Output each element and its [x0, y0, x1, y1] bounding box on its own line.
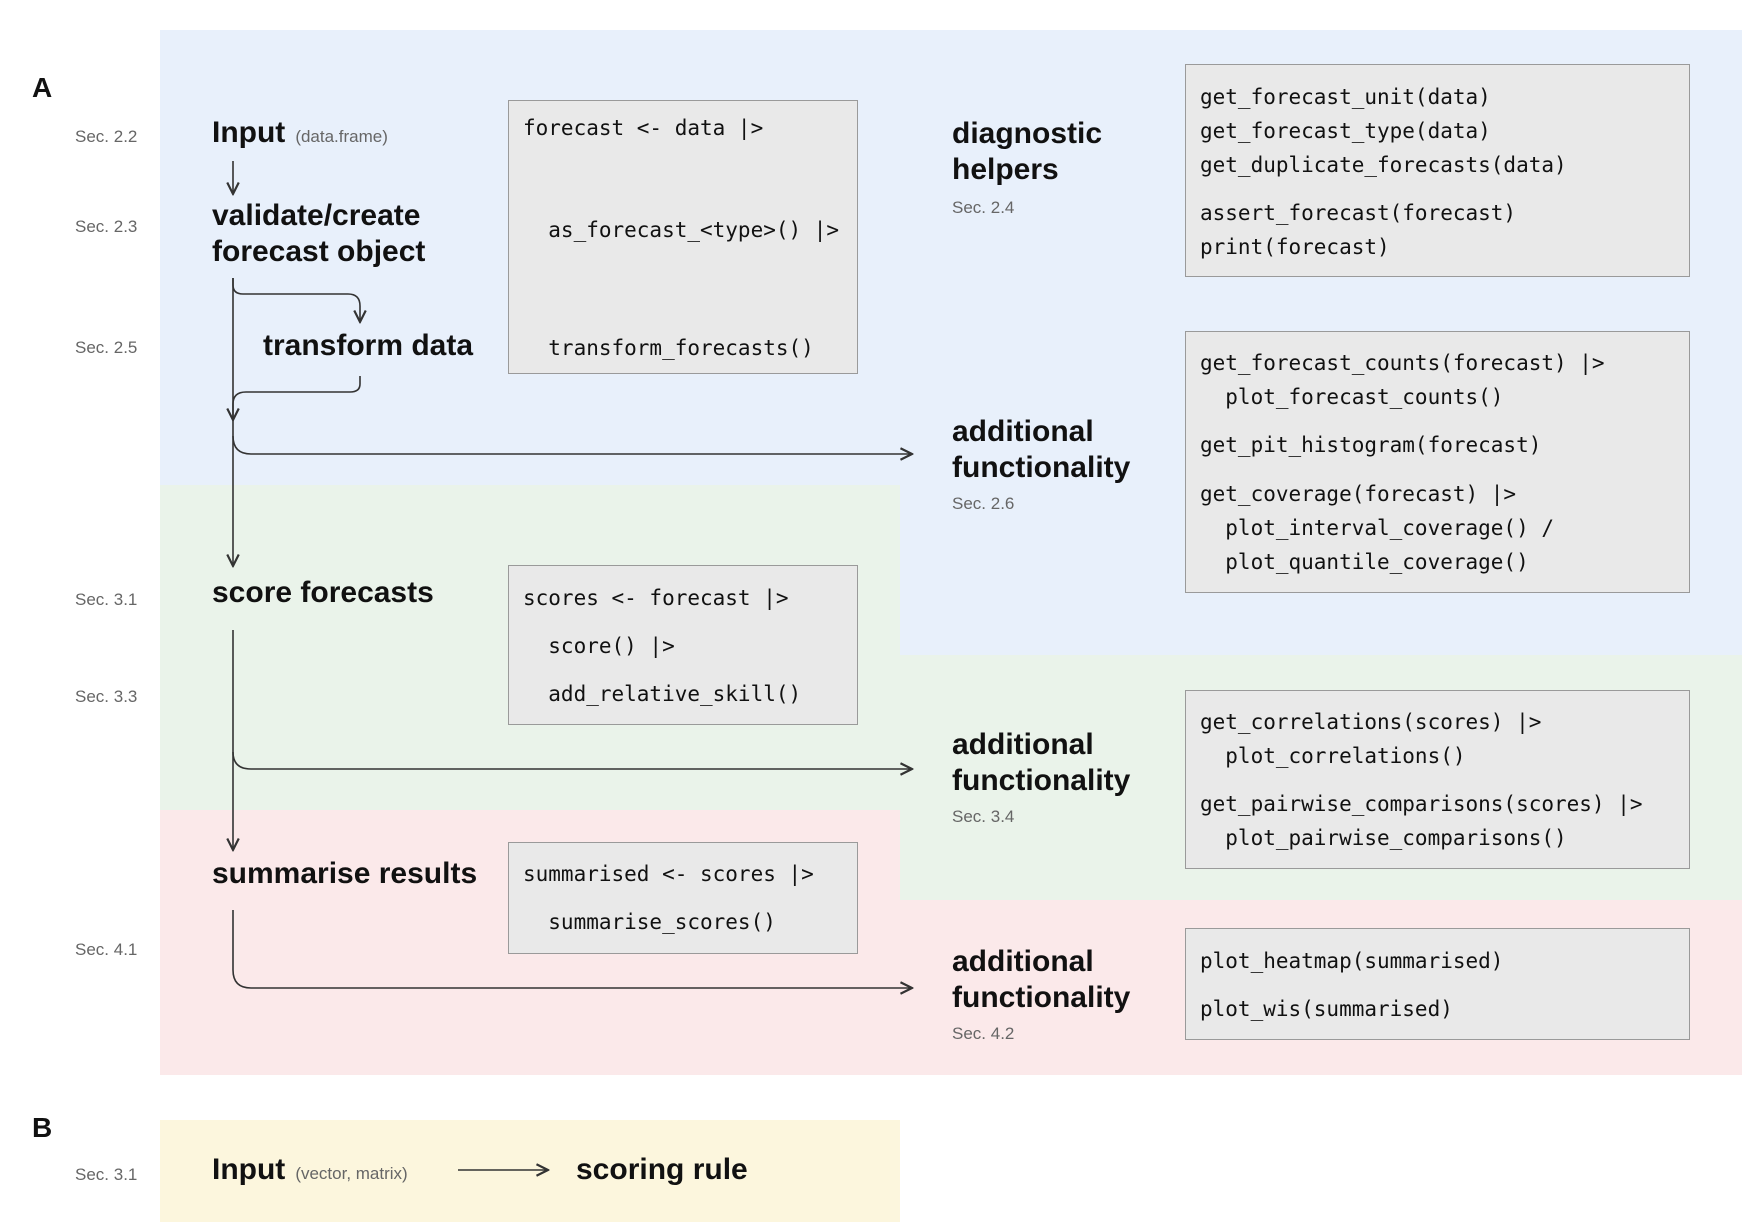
summarise-code-line1: summarised <- scores |> [523, 862, 814, 886]
step-validate-line2: forecast object [212, 235, 426, 268]
step-score: score forecasts [212, 576, 434, 609]
additional-2-title-line2: functionality [952, 764, 1131, 797]
diagnostic-code-1: get_forecast_type(data) [1200, 119, 1491, 143]
zone-panel-b-yellow [160, 1120, 900, 1222]
sec-ref-validate: Sec. 2.3 [75, 217, 138, 236]
additional-3-title-line2: functionality [952, 981, 1131, 1014]
additional-2-code-0: get_correlations(scores) |> [1200, 710, 1542, 734]
sec-ref-additional-3: Sec. 4.2 [952, 1024, 1015, 1043]
score-code-line2: score() |> [523, 634, 675, 658]
additional-3-code-1: plot_wis(summarised) [1200, 997, 1453, 1021]
additional-functionality-3-title: additional functionality [952, 944, 1130, 1016]
additional-1-title-line2: functionality [952, 451, 1131, 484]
sec-ref-panel-b: Sec. 3.1 [75, 1165, 138, 1184]
additional-1-code-1: plot_forecast_counts() [1200, 385, 1504, 409]
additional-2-code-box [1185, 690, 1690, 869]
sec-ref-additional-1: Sec. 2.6 [952, 494, 1015, 513]
diagnostic-code-box [1185, 64, 1690, 277]
additional-1-code-box [1185, 331, 1690, 593]
panel-b-input: Input (vector, matrix) [212, 1152, 408, 1192]
additional-2-code-3: plot_pairwise_comparisons() [1200, 826, 1567, 850]
score-code-line1: scores <- forecast |> [523, 586, 789, 610]
sec-ref-transform: Sec. 2.5 [75, 338, 138, 357]
additional-1-code-3: get_coverage(forecast) |> [1200, 482, 1517, 506]
sec-ref-summarise: Sec. 4.1 [75, 940, 138, 959]
sec-ref-diagnostic: Sec. 2.4 [952, 198, 1015, 217]
forecast-code-line1: forecast <- data |> [523, 116, 764, 140]
additional-functionality-2-title: additional functionality [952, 727, 1130, 799]
step-summarise: summarise results [212, 857, 478, 890]
arrow-to-additional-3 [232, 910, 912, 988]
additional-functionality-1-title: additional functionality [952, 414, 1130, 486]
arrow-validate-to-transform [232, 278, 360, 322]
forecast-code-box [508, 100, 858, 374]
panel-label-a: A [32, 72, 53, 103]
sec-ref-input: Sec. 2.2 [75, 127, 138, 146]
sec-ref-score: Sec. 3.1 [75, 590, 138, 609]
forecast-code-line2: as_forecast_<type>() |> [523, 218, 840, 242]
additional-2-code-2: get_pairwise_comparisons(scores) |> [1200, 792, 1643, 816]
step-input-label: Input [212, 116, 286, 149]
step-transform: transform data [263, 329, 474, 362]
diagnostic-code-4: print(forecast) [1200, 235, 1390, 259]
additional-1-code-0: get_forecast_counts(forecast) |> [1200, 351, 1605, 375]
summarise-code-box [508, 842, 858, 954]
additional-2-title-line1: additional [952, 728, 1094, 761]
step-input: Input (data.frame) [212, 115, 388, 155]
forecast-code-line3: transform_forecasts() [523, 336, 814, 360]
sec-ref-additional-2: Sec. 3.4 [952, 807, 1015, 826]
additional-1-code-2: get_pit_histogram(forecast) [1200, 433, 1542, 457]
diagnostic-title-line2: helpers [952, 153, 1059, 186]
diagnostic-helpers-title: diagnostic helpers [952, 116, 1102, 188]
panel-b-scoring-rule: scoring rule [576, 1153, 748, 1186]
diagnostic-title-line1: diagnostic [952, 117, 1103, 150]
arrow-transform-to-main [233, 376, 361, 420]
arrow-to-additional-2 [232, 751, 912, 769]
panel-label-b: B [32, 1112, 53, 1143]
summarise-code-line2: summarise_scores() [523, 910, 776, 934]
step-validate-line1: validate/create [212, 199, 421, 232]
additional-3-title-line1: additional [952, 945, 1094, 978]
diagnostic-code-0: get_forecast_unit(data) [1200, 85, 1491, 109]
diagnostic-code-3: assert_forecast(forecast) [1200, 201, 1517, 225]
step-input-note: (data.frame) [295, 127, 388, 146]
additional-2-code-1: plot_correlations() [1200, 744, 1466, 768]
panel-b-input-note: (vector, matrix) [295, 1164, 408, 1183]
additional-3-code-box [1185, 928, 1690, 1040]
arrow-to-additional-1 [232, 435, 912, 454]
additional-1-title-line1: additional [952, 415, 1094, 448]
diagnostic-code-2: get_duplicate_forecasts(data) [1200, 153, 1567, 177]
score-code-box [508, 565, 858, 725]
score-code-line3: add_relative_skill() [523, 682, 802, 706]
sec-ref-3-3: Sec. 3.3 [75, 687, 138, 706]
additional-1-code-5: plot_quantile_coverage() [1200, 550, 1529, 574]
additional-3-code-0: plot_heatmap(summarised) [1200, 949, 1504, 973]
step-validate: validate/create forecast object [212, 198, 425, 270]
additional-1-code-4: plot_interval_coverage() / [1200, 516, 1555, 540]
panel-b-input-label: Input [212, 1153, 286, 1186]
